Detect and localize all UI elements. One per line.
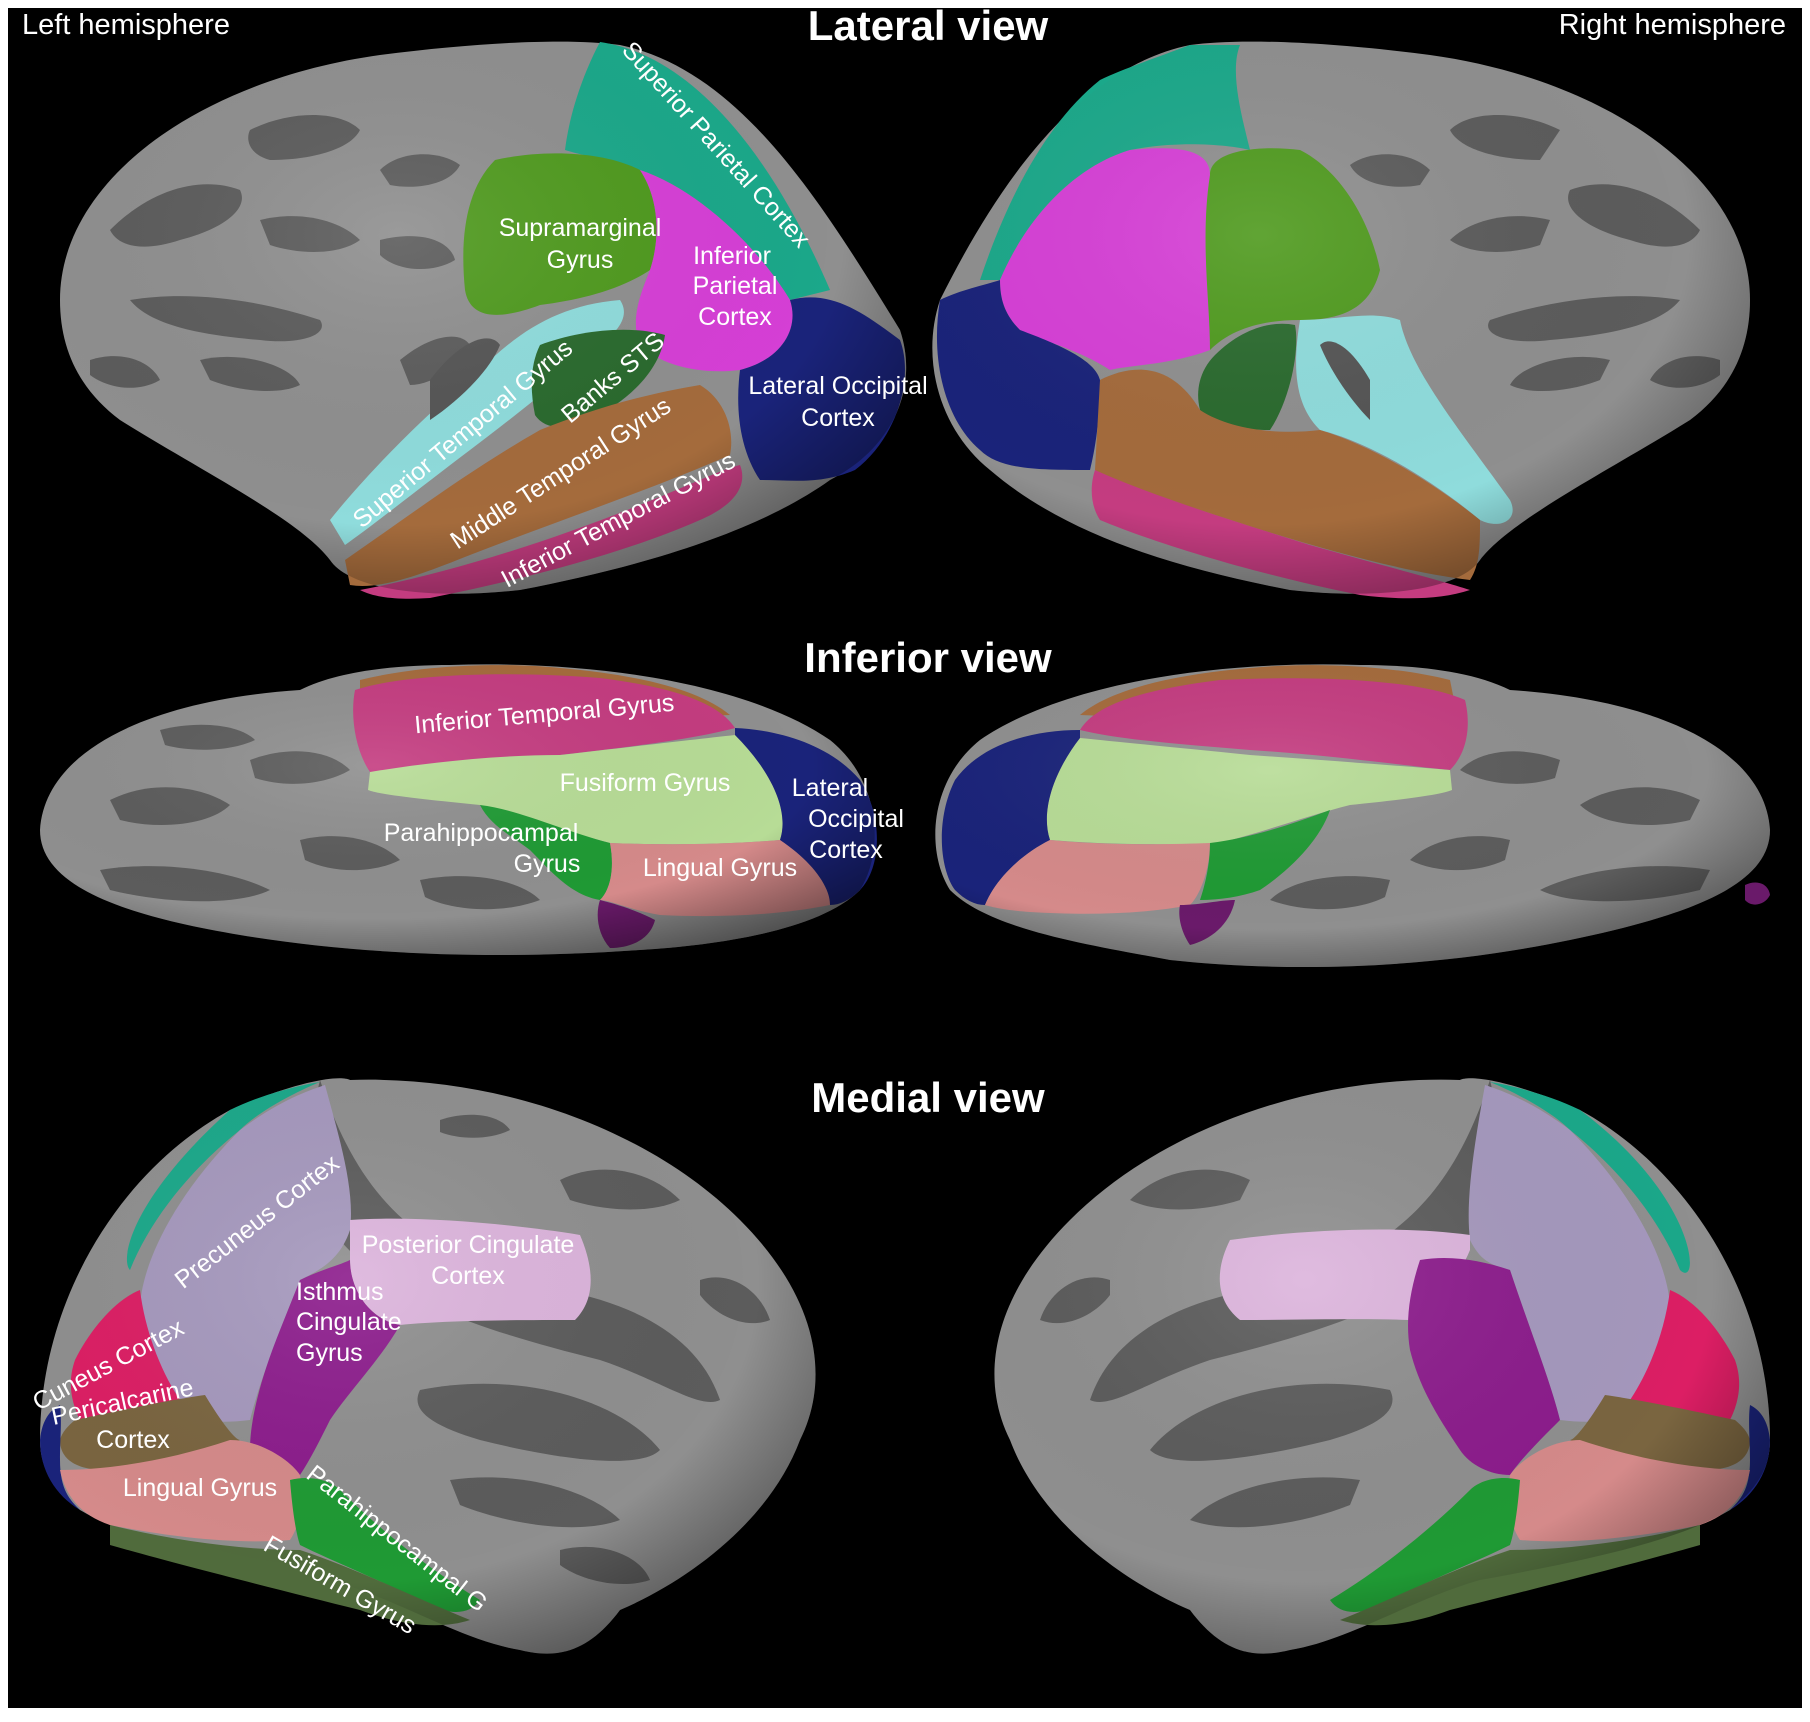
- label-isthmus-med-1: Isthmus: [296, 1278, 384, 1306]
- label-lateral-occipital-inf-1: Lateral: [792, 774, 868, 802]
- inferior-view-title: Inferior view: [804, 634, 1052, 681]
- left-hemisphere-label: Left hemisphere: [22, 9, 230, 41]
- lateral-right-hemisphere: [932, 41, 1750, 599]
- label-inferior-parietal-3: Cortex: [698, 303, 772, 331]
- lateral-right-shading: [932, 41, 1750, 594]
- label-lateral-occipital-inf-2: Occipital: [808, 805, 904, 833]
- label-isthmus-med-2: Cingulate: [296, 1308, 402, 1336]
- inferior-left-hemisphere: [40, 664, 877, 955]
- region-entorhinal-inf-r2: [1745, 882, 1770, 905]
- lateral-left-hemisphere: [60, 41, 907, 599]
- label-lingual-med: Lingual Gyrus: [123, 1474, 277, 1502]
- lateral-view-title: Lateral view: [808, 2, 1049, 49]
- label-inferior-parietal-1: Inferior: [693, 242, 771, 270]
- medial-right-hemisphere: [994, 1078, 1770, 1654]
- label-lingual-inf: Lingual Gyrus: [643, 854, 797, 882]
- label-parahippocampal-inf-1: Parahippocampal: [384, 819, 579, 847]
- right-hemisphere-label: Right hemisphere: [1559, 9, 1786, 41]
- label-supramarginal-2: Gyrus: [547, 246, 614, 274]
- label-lateral-occipital-inf-3: Cortex: [809, 836, 883, 864]
- medial-left-hemisphere: [40, 1078, 816, 1654]
- label-inferior-parietal-2: Parietal: [693, 272, 778, 300]
- medial-view-title: Medial view: [811, 1074, 1045, 1121]
- inferior-right-hemisphere: [935, 664, 1770, 968]
- label-pericalcarine-med-2: Cortex: [96, 1426, 170, 1454]
- medial-right-shading: [994, 1078, 1770, 1654]
- label-posterior-cingulate-med-2: Cortex: [431, 1262, 505, 1290]
- label-lateral-occipital-2: Cortex: [801, 404, 875, 432]
- label-fusiform-inf: Fusiform Gyrus: [560, 769, 731, 797]
- medial-left-shading: [40, 1078, 816, 1654]
- label-supramarginal-1: Supramarginal: [499, 214, 662, 242]
- label-posterior-cingulate-med-1: Posterior Cingulate: [362, 1231, 575, 1259]
- inferior-left-shading: [40, 664, 875, 955]
- label-parahippocampal-inf-2: Gyrus: [514, 850, 581, 878]
- lateral-left-shading: [60, 41, 907, 594]
- inferior-right-shading: [935, 664, 1770, 968]
- label-lateral-occipital-1: Lateral Occipital: [748, 372, 927, 400]
- label-isthmus-med-3: Gyrus: [296, 1339, 363, 1367]
